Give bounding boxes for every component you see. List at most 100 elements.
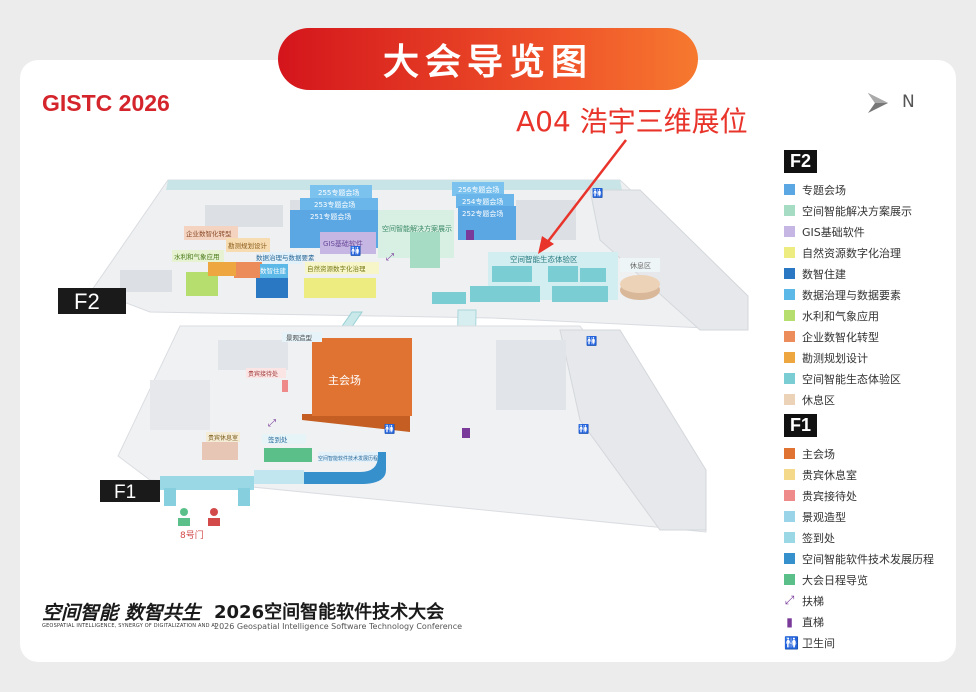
legend-label: 景观造型 [802, 510, 846, 524]
legend-swatch [784, 469, 795, 480]
legend-item: 数据治理与数据要素 [784, 284, 934, 305]
main-hall-side [302, 414, 410, 432]
legend-label: 扶梯 [802, 594, 824, 608]
enterprise-label: 企业数智化转型 [186, 229, 232, 238]
legend-swatch [784, 247, 795, 258]
room-255 [310, 185, 372, 199]
governance-block [260, 264, 288, 278]
legend-item: 主会场 [784, 443, 934, 464]
room-254 [456, 194, 514, 208]
f1-block [496, 340, 566, 410]
eco-booth [552, 286, 608, 302]
legend-label: 数智住建 [802, 267, 846, 281]
legend-label: 大会日程导览 [802, 573, 868, 587]
rest-area-disk-top [620, 275, 660, 293]
f1-tag: F1 [114, 482, 136, 503]
legend-label: 企业数智化转型 [802, 330, 879, 344]
room-256-label: 256专题会场 [458, 185, 499, 194]
legend-label: 签到处 [802, 531, 835, 545]
legend-swatch [784, 289, 795, 300]
water-zone [172, 250, 224, 262]
history-label: 空间智能软件技术发展历程 [318, 455, 378, 462]
legend-item: 自然资源数字化治理 [784, 242, 934, 263]
solution-zone-wall [410, 232, 440, 268]
legend-item: ▮ 直梯 [784, 611, 934, 632]
legend-item: 空间智能解决方案展示 [784, 200, 934, 221]
f1-tag-box [100, 480, 160, 502]
legend-symbols: ⤢扶梯▮直梯🚻卫生间 [784, 590, 934, 653]
room-255-label: 255专题会场 [318, 188, 359, 197]
legend-item: 专题会场 [784, 179, 934, 200]
natural-label: 自然资源数字化治理 [307, 264, 366, 273]
page-title: 大会导览图 [278, 28, 698, 90]
legend-swatch [784, 331, 795, 342]
f2-tag-box [58, 288, 126, 314]
escalator-icon: ⤢ [784, 593, 795, 607]
survey-block [208, 262, 236, 276]
entrance-canopy [160, 476, 254, 490]
survey-label: 勘测规划设计 [228, 241, 268, 250]
water-label: 水利和气象应用 [174, 252, 220, 261]
legend-item: 景观造型 [784, 506, 934, 527]
legend-label: 直梯 [802, 615, 824, 629]
legend-label: 自然资源数字化治理 [802, 246, 901, 260]
restroom-icon: 🚻 [350, 245, 361, 257]
f2-block [120, 270, 172, 292]
legend-label: 勘测规划设计 [802, 351, 868, 365]
legend-item: GIS基础软件 [784, 221, 934, 242]
restroom-icon: 🚻 [586, 335, 597, 347]
rest-label: 休息区 [630, 261, 651, 270]
entrance-corridor [254, 470, 304, 484]
person-icon-body [208, 518, 220, 526]
f1-block [218, 340, 288, 370]
vip-lounge-label: 贵宾休息室 [208, 434, 238, 442]
legend-swatch [784, 226, 795, 237]
legend-label: 贵宾休息室 [802, 468, 857, 482]
governance-label: 数据治理与数据要素 [256, 253, 315, 262]
f2-tag: F2 [74, 289, 100, 314]
legend-swatch [784, 532, 795, 543]
history-wall [300, 452, 386, 484]
elevator-icon: ▮ [786, 614, 793, 629]
eco-booth [548, 266, 578, 282]
callout-arrow [545, 139, 627, 245]
main-hall-label: 主会场 [328, 373, 361, 387]
footer-title-en: 2026 Geospatial Intelligence Software Te… [214, 622, 463, 631]
callout-arrowhead [538, 236, 554, 254]
legend-swatch [784, 490, 795, 501]
enterprise-block [234, 262, 262, 278]
rest-zone-floor [620, 258, 660, 272]
elevator-icon [466, 230, 474, 240]
entrance-pillar [164, 488, 176, 506]
footer-title: 2026空间智能软件技术大会 [214, 602, 445, 623]
vip-reception-zone [246, 368, 286, 378]
solution-label: 空间智能解决方案展示 [382, 224, 452, 233]
legend-item: 空间智能生态体验区 [784, 368, 934, 389]
vip-reception-block [282, 380, 288, 392]
legend-label: 卫生间 [802, 636, 835, 650]
survey-zone [226, 238, 270, 252]
person-icon [180, 508, 188, 516]
eco-booth [470, 286, 540, 302]
escalator-icon: ⤢ [268, 418, 276, 429]
legend-swatch [784, 448, 795, 459]
scenery-zone [282, 332, 322, 342]
legend-label: 休息区 [802, 393, 835, 407]
f2-block [516, 200, 576, 240]
legend-item: 贵宾休息室 [784, 464, 934, 485]
eco-label: 空间智能生态体验区 [510, 254, 578, 264]
room-256 [452, 182, 504, 196]
legend-label: 数据治理与数据要素 [802, 288, 901, 302]
booth-callout: A04 浩宇三维展位 [516, 105, 748, 138]
legend-swatch [784, 553, 795, 564]
room-251-label: 251专题会场 [310, 212, 351, 221]
escalator-icon: ⤢ [386, 252, 394, 263]
governance-zone [262, 252, 302, 264]
enterprise-zone [184, 226, 238, 240]
f2-right-wing [589, 189, 749, 331]
legend-label: 专题会场 [802, 183, 846, 197]
legend-item: 水利和气象应用 [784, 305, 934, 326]
eco-booth [432, 292, 466, 304]
